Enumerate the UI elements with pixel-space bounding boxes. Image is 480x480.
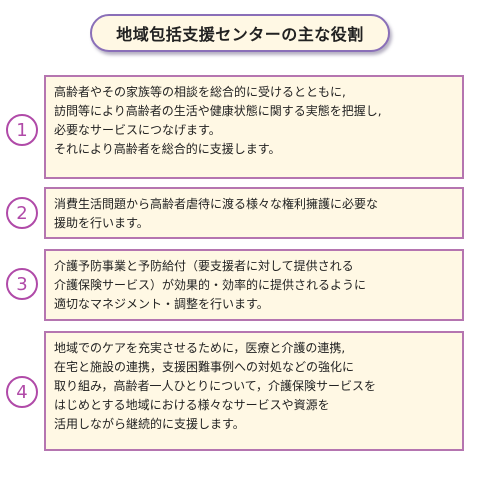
number-badge-3: 3 (6, 268, 38, 300)
number-badge-1: 1 (6, 114, 38, 146)
role-box-1: 高齢者やその家族等の相談を総合的に受けるとともに, 訪問等により高齢者の生活や健… (44, 75, 464, 179)
page-title: 地域包括支援センターの主な役割 (90, 14, 390, 52)
role-3-line-2: 介護保険サービス）が効果的・効率的に提供されるように (54, 278, 367, 292)
role-box-2: 消費生活問題から高齢者虐待に渡る様々な権利擁護に必要な 援助を行います。 (44, 187, 464, 239)
number-badge-4: 4 (6, 376, 38, 408)
role-box-3: 介護予防事業と予防給付（要支援者に対して提供される 介護保険サービス）が効果的・… (44, 249, 464, 321)
role-3-line-1: 介護予防事業と予防給付（要支援者に対して提供される (54, 259, 354, 273)
role-4-line-5: 活用しながら継続的に支援します。 (54, 417, 245, 431)
role-1-line-4: それにより高齢者を総合的に支援します。 (54, 142, 281, 156)
role-box-4: 地域でのケアを充実させるために，医療と介護の連携, 在宅と施設の連携，支援困難事… (44, 331, 464, 451)
role-1-line-3: 必要なサービスにつなげます。 (54, 123, 221, 137)
role-3-line-3: 適切なマネジメント・調整を行います。 (54, 297, 269, 311)
role-1-line-1: 高齢者やその家族等の相談を総合的に受けるとともに, (54, 85, 346, 99)
role-2-line-2: 援助を行います。 (54, 216, 149, 230)
role-2-line-1: 消費生活問題から高齢者虐待に渡る様々な権利擁護に必要な (54, 197, 379, 211)
role-4-line-3: 取り組み，高齢者一人ひとりについて，介護保険サービスを (54, 379, 376, 393)
role-4-line-2: 在宅と施設の連携，支援困難事例への対処などの強化に (54, 360, 355, 374)
number-badge-2: 2 (6, 197, 38, 229)
role-4-line-1: 地域でのケアを充実させるために，医療と介護の連携, (54, 341, 346, 355)
role-1-line-2: 訪問等により高齢者の生活や健康状態に関する実態を把握し, (54, 104, 382, 118)
role-4-line-4: はじめとする地域における様々なサービスや資源を (54, 398, 330, 412)
